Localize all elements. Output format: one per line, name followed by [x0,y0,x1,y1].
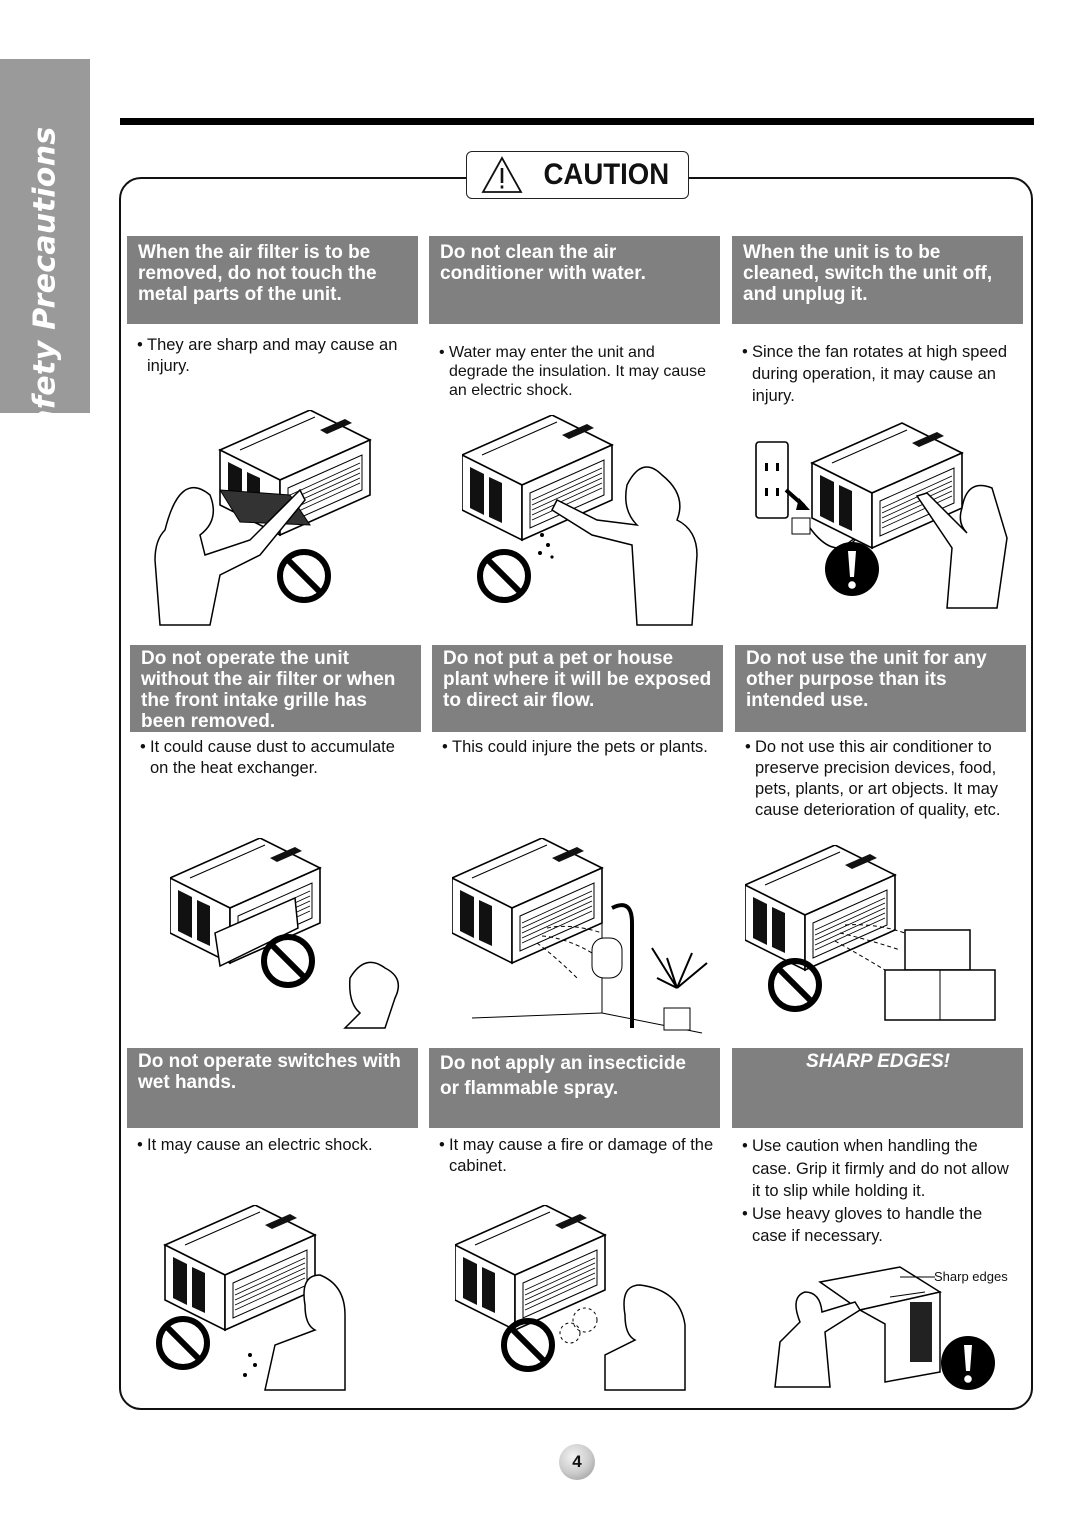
section-side-tab: Safety Precautions [0,59,90,452]
item-bullet: This could injure the pets or plants. [452,738,708,756]
illustration-pets-plants [452,838,708,1034]
illustration-wet-hands [155,1205,346,1391]
item-bullet: It could cause dust to accumulate on the… [150,738,395,777]
illustration-intended-use [745,845,996,1021]
sharp-edges-callout: Sharp edges [934,1269,1008,1284]
item-body: •This could injure the pets or plants. [432,737,723,758]
caution-item-no-filter: Do not operate the unit without the air … [130,645,421,779]
illustration-sharp-edges [774,1266,995,1390]
prohibited-icon [280,552,328,600]
item-body: •Since the fan rotates at high speed dur… [732,341,1023,407]
item-body: •Do not use this air conditioner to pres… [735,737,1026,821]
item-bullet: They are sharp and may cause an injury. [147,336,398,375]
item-body: •It may cause a fire or damage of the ca… [439,1136,714,1175]
prohibited-icon [771,961,819,1009]
item-bullet: It may cause a fire or damage of the cab… [449,1136,714,1175]
illustration-no-spray [455,1205,686,1391]
item-body: •Use caution when handling the case. Gri… [732,1135,1023,1248]
item-heading: Do not put a pet or house plant where it… [432,645,723,732]
item-heading: When the air filter is to be removed, do… [127,236,418,324]
caution-item-sharp-edges: SHARP EDGES! •Use caution when handling … [732,1048,1023,1248]
illustration-unplug [755,422,1008,609]
item-bullet: Since the fan rotates at high speed duri… [752,343,1008,405]
item-body: •It may cause an electric shock. [127,1135,418,1156]
illustration-filter-removal [154,410,371,626]
caution-badge: CAUTION [466,151,689,199]
page-number: 4 [559,1444,595,1480]
item-bullet: Water may enter the unit and degrade the… [449,344,707,399]
caution-item-intended-use: Do not use the unit for any other purpos… [735,645,1026,821]
item-body: •It could cause dust to accumulate on th… [130,737,421,779]
prohibited-icon [264,937,312,985]
item-bullet: Use heavy gloves to handle the case if n… [752,1204,983,1246]
caution-item-no-water: Do not clean the air conditioner with wa… [429,236,720,400]
item-body: •They are sharp and may cause an injury. [127,335,418,377]
prohibited-icon [504,1321,552,1369]
item-bullet: Do not use this air conditioner to prese… [755,738,1001,819]
item-heading: Do not clean the air conditioner with wa… [429,236,720,324]
caution-item-unplug: When the unit is to be cleaned, switch t… [732,236,1023,407]
item-bullet: Use caution when handling the case. Grip… [752,1137,1009,1200]
top-rule-divider [120,118,1034,125]
item-body: •Water may enter the unit and degrade th… [429,343,720,400]
illustration-no-filter [170,838,400,1029]
item-heading: Do not use the unit for any other purpos… [735,645,1026,732]
illustration-no-water [462,415,698,626]
caution-item-filter-metal: When the air filter is to be removed, do… [127,236,418,377]
mandatory-icon [941,1336,995,1390]
caution-label: CAUTION [543,158,670,191]
warning-triangle-icon [481,156,523,193]
prohibited-icon [159,1319,207,1367]
section-title: Safety Precautions [27,126,63,452]
item-heading: Do not apply an insecticide or flammable… [429,1048,720,1128]
caution-item-no-spray: Do not apply an insecticide or flammable… [429,1048,720,1177]
item-heading: SHARP EDGES! [732,1048,1023,1128]
prohibited-icon [480,552,528,600]
item-bullet: It may cause an electric shock. [147,1136,373,1154]
item-heading: When the unit is to be cleaned, switch t… [732,236,1023,324]
caution-item-wet-hands: Do not operate switches with wet hands. … [127,1048,418,1156]
item-heading: Do not operate the unit without the air … [130,645,421,732]
item-heading: Do not operate switches with wet hands. [127,1048,418,1128]
mandatory-icon [825,542,879,596]
caution-item-pets-plants: Do not put a pet or house plant where it… [432,645,723,758]
